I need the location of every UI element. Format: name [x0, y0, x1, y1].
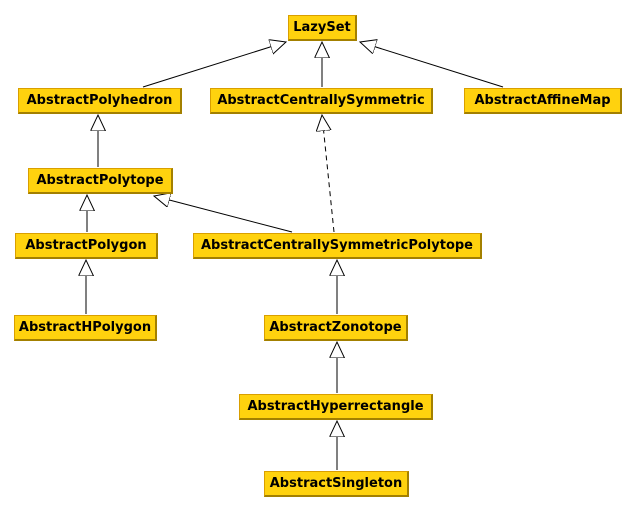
- node-abstract-singleton[interactable]: AbstractSingleton: [264, 471, 409, 497]
- node-abstract-hyperrectangle[interactable]: AbstractHyperrectangle: [239, 394, 433, 420]
- edge-polyhedron-to-lazyset: [142, 42, 286, 88]
- node-abstract-polyhedron[interactable]: AbstractPolyhedron: [18, 88, 182, 114]
- edge-centrallysymmetricpolytope-to-centrallysymmetric: [322, 115, 335, 233]
- edge-affinemap-to-lazyset: [360, 42, 504, 88]
- node-abstract-polygon[interactable]: AbstractPolygon: [15, 233, 158, 259]
- node-abstract-zonotope[interactable]: AbstractZonotope: [264, 315, 408, 341]
- node-abstract-centrally-symmetric[interactable]: AbstractCentrallySymmetric: [210, 88, 433, 114]
- node-abstract-polytope[interactable]: AbstractPolytope: [28, 168, 173, 194]
- node-lazyset[interactable]: LazySet: [288, 15, 357, 41]
- node-abstract-affine-map[interactable]: AbstractAffineMap: [464, 88, 622, 114]
- node-abstract-centrally-symmetric-polytope[interactable]: AbstractCentrallySymmetricPolytope: [193, 233, 482, 259]
- edge-centrallysymmetricpolytope-to-polytope: [154, 196, 293, 233]
- node-abstract-hpolygon[interactable]: AbstractHPolygon: [14, 315, 157, 341]
